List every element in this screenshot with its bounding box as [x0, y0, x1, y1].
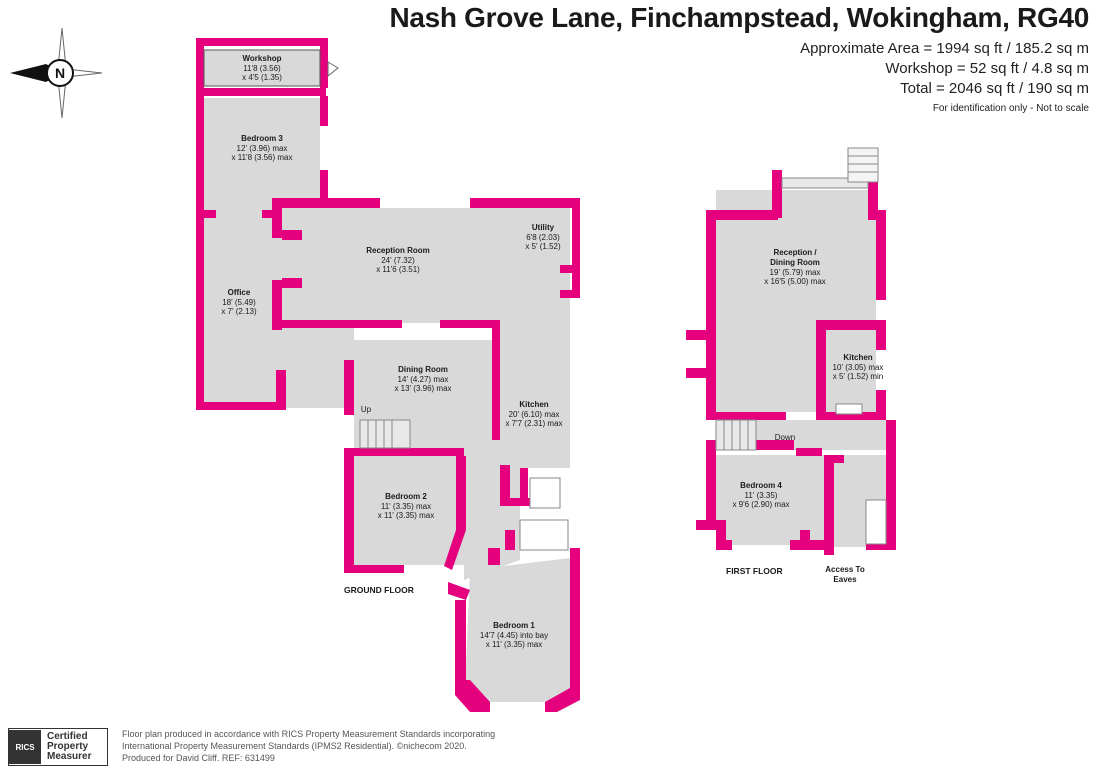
page-title: Nash Grove Lane, Finchampstead, Wokingha… — [389, 2, 1089, 33]
rics-certification: Certified Property Measurer — [41, 732, 91, 762]
utility-label: Utility 6'8 (2.03) x 5' (1.52) — [525, 223, 561, 251]
svg-text:Bedroom 1: Bedroom 1 — [493, 621, 535, 630]
cert-line-1: Certified — [47, 731, 88, 742]
access-to-eaves-label: Access To Eaves — [825, 565, 865, 584]
svg-text:Reception Room: Reception Room — [366, 246, 430, 255]
compass-letter: N — [55, 65, 65, 81]
bedroom-3-label: Bedroom 3 12' (3.96) max x 11'8 (3.56) m… — [232, 134, 293, 162]
bedroom-4-label: Bedroom 4 11' (3.35) x 9'6 (2.90) max — [732, 481, 789, 509]
svg-text:Eaves: Eaves — [833, 575, 857, 584]
svg-text:14' (4.27) max: 14' (4.27) max — [398, 375, 449, 384]
dining-room-label: Dining Room 14' (4.27) max x 13' (3.96) … — [394, 365, 451, 393]
svg-text:x 7'7 (2.31) max: x 7'7 (2.31) max — [505, 419, 562, 428]
cert-line-3: Measurer — [47, 751, 92, 762]
svg-text:10' (3.05) max: 10' (3.05) max — [833, 363, 884, 372]
svg-text:18' (5.49): 18' (5.49) — [222, 298, 256, 307]
ground-floor-plan — [196, 38, 580, 712]
approximate-area: Approximate Area = 1994 sq ft / 185.2 sq… — [800, 40, 1089, 57]
svg-text:Bedroom 2: Bedroom 2 — [385, 492, 427, 501]
svg-text:12' (3.96) max: 12' (3.96) max — [237, 144, 288, 153]
svg-text:Dining Room: Dining Room — [398, 365, 448, 374]
workshop-label: Workshop 11'8 (3.56) x 4'5 (1.35) — [242, 54, 282, 82]
svg-text:Office: Office — [228, 288, 251, 297]
total-area: Total = 2046 sq ft / 190 sq m — [900, 80, 1089, 97]
svg-text:Kitchen: Kitchen — [519, 400, 548, 409]
rics-badge-text: RICS — [15, 742, 35, 752]
down-stairs-label: Down — [775, 433, 795, 442]
disclaimer-note: For identification only - Not to scale — [932, 103, 1089, 114]
svg-text:x 5' (1.52) min: x 5' (1.52) min — [833, 372, 883, 381]
svg-text:x 7' (2.13): x 7' (2.13) — [221, 307, 257, 316]
svg-text:6'8 (2.03): 6'8 (2.03) — [526, 233, 560, 242]
svg-text:Utility: Utility — [532, 223, 555, 232]
svg-text:14'7 (4.45) into bay: 14'7 (4.45) into bay — [480, 631, 548, 640]
compass-icon: N — [10, 27, 103, 119]
svg-text:11' (3.35) max: 11' (3.35) max — [381, 502, 431, 511]
svg-text:11'8 (3.56): 11'8 (3.56) — [243, 64, 281, 73]
svg-text:Reception /: Reception / — [773, 248, 817, 257]
ground-floor-label: GROUND FLOOR — [344, 585, 414, 595]
cert-line-2: Property — [47, 741, 89, 752]
svg-text:Bedroom 4: Bedroom 4 — [740, 481, 782, 490]
svg-text:Workshop: Workshop — [243, 54, 282, 63]
first-floor-label: FIRST FLOOR — [726, 566, 783, 576]
kitchen-label: Kitchen 20' (6.10) max x 7'7 (2.31) max — [505, 400, 562, 428]
svg-text:Bedroom 3: Bedroom 3 — [241, 134, 283, 143]
bedroom-1-label: Bedroom 1 14'7 (4.45) into bay x 11' (3.… — [480, 621, 548, 649]
footer-text: Floor plan produced in accordance with R… — [122, 728, 495, 764]
svg-text:Access To: Access To — [825, 565, 865, 574]
svg-text:x 9'6 (2.90) max: x 9'6 (2.90) max — [732, 500, 789, 509]
footer-line-3: Produced for David Cliff. REF: 631499 — [122, 753, 275, 763]
svg-text:Kitchen: Kitchen — [843, 353, 872, 362]
svg-text:x 4'5 (1.35): x 4'5 (1.35) — [242, 73, 282, 82]
svg-text:x 11'8 (3.56) max: x 11'8 (3.56) max — [232, 153, 293, 162]
office-label: Office 18' (5.49) x 7' (2.13) — [221, 288, 257, 316]
svg-text:20' (6.10) max: 20' (6.10) max — [509, 410, 560, 419]
svg-text:19' (5.79) max: 19' (5.79) max — [770, 268, 821, 277]
svg-text:Dining Room: Dining Room — [770, 258, 820, 267]
svg-text:11' (3.35): 11' (3.35) — [745, 491, 778, 500]
first-floor-kitchen-label: Kitchen 10' (3.05) max x 5' (1.52) min — [833, 353, 884, 381]
workshop-area: Workshop = 52 sq ft / 4.8 sq m — [885, 60, 1089, 77]
svg-text:x 11' (3.35) max: x 11' (3.35) max — [378, 511, 435, 520]
svg-text:x 11'6 (3.51): x 11'6 (3.51) — [376, 265, 420, 274]
rics-badge: RICS — [9, 730, 41, 764]
footer-line-2: International Property Measurement Stand… — [122, 741, 467, 751]
reception-dining-room-label: Reception / Dining Room 19' (5.79) max x… — [764, 248, 826, 286]
up-stairs-label: Up — [361, 405, 372, 414]
rics-logo: RICS Certified Property Measurer — [8, 728, 108, 766]
svg-text:x 11' (3.35) max: x 11' (3.35) max — [486, 640, 543, 649]
footer-line-1: Floor plan produced in accordance with R… — [122, 729, 496, 739]
svg-text:x 16'5 (5.00) max: x 16'5 (5.00) max — [764, 277, 826, 286]
first-floor-plan — [686, 147, 896, 555]
reception-room-label: Reception Room 24' (7.32) x 11'6 (3.51) — [366, 246, 430, 274]
bedroom-2-label: Bedroom 2 11' (3.35) max x 11' (3.35) ma… — [378, 492, 435, 520]
svg-text:x 5' (1.52): x 5' (1.52) — [525, 242, 561, 251]
svg-text:24' (7.32): 24' (7.32) — [381, 256, 415, 265]
svg-text:x 13' (3.96) max: x 13' (3.96) max — [394, 384, 451, 393]
